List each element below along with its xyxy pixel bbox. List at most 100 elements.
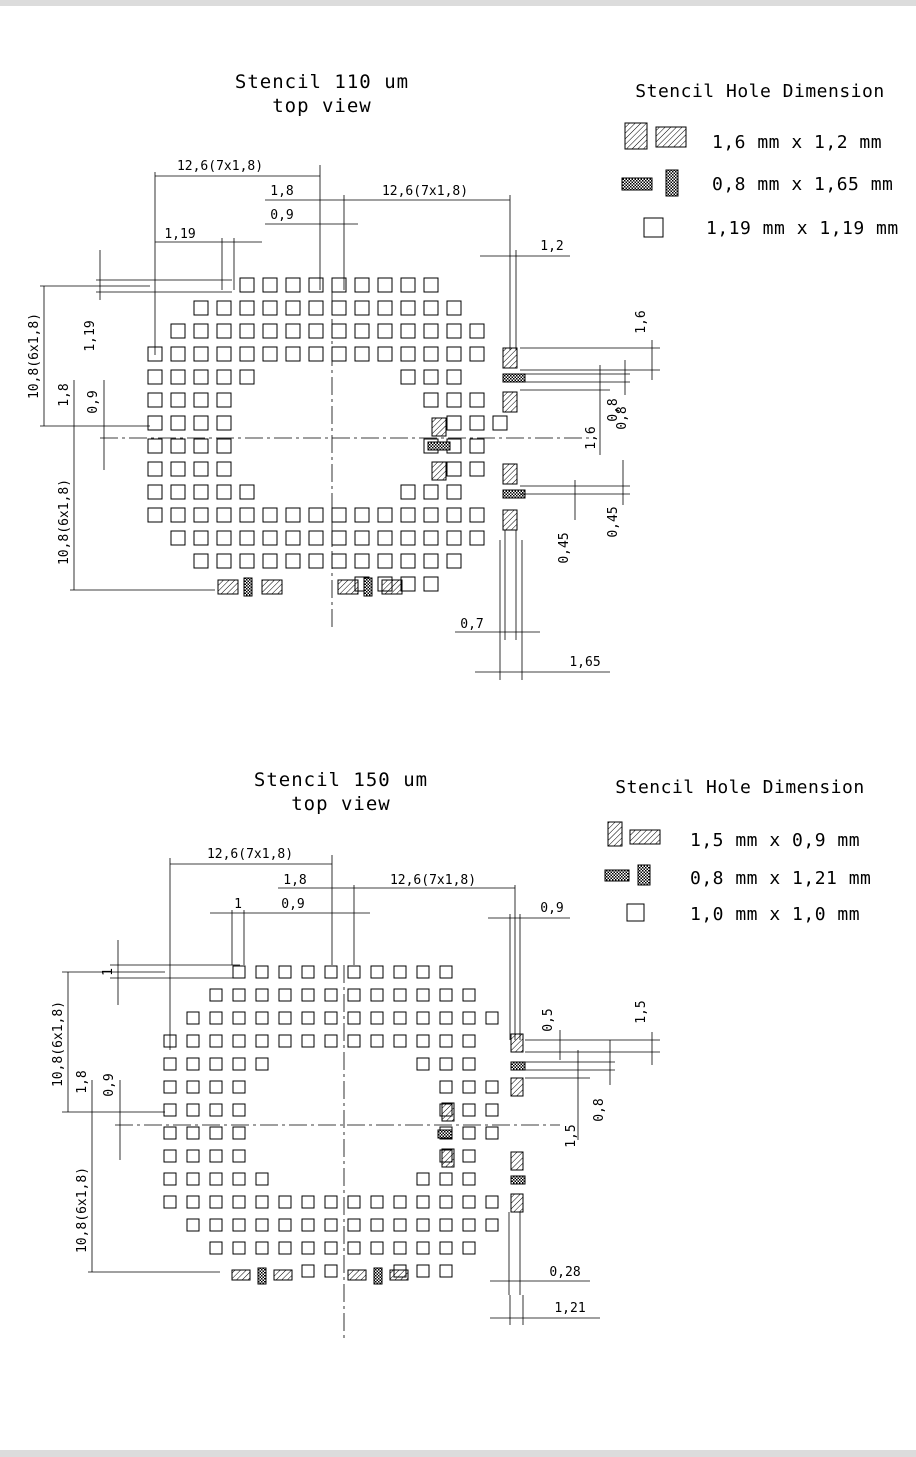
square-pad	[469, 346, 485, 362]
square-pad	[331, 277, 347, 293]
square-pad	[416, 1057, 430, 1071]
square-pad	[232, 1080, 246, 1094]
crosshatched-pad	[427, 441, 451, 451]
square-pad	[147, 507, 163, 523]
square-pad	[469, 507, 485, 523]
square-pad	[400, 530, 416, 546]
square-pad	[347, 1241, 361, 1255]
square-pad	[400, 553, 416, 569]
square-pad	[262, 346, 278, 362]
crosshatched-pad	[502, 373, 526, 383]
square-pad	[209, 1241, 223, 1255]
square-pad	[485, 1126, 499, 1140]
square-pad	[255, 1011, 269, 1025]
square-pad	[262, 530, 278, 546]
square-pad	[446, 346, 462, 362]
crosshatched-pad	[257, 1267, 267, 1285]
dim-label: 0,7	[460, 617, 483, 632]
square-pad	[147, 461, 163, 477]
hatched-pad	[347, 1269, 367, 1281]
square-pad	[186, 1103, 200, 1117]
square-pad	[308, 346, 324, 362]
square-pad	[423, 346, 439, 362]
dim-label: 1,5	[634, 1000, 649, 1023]
square-pad	[377, 553, 393, 569]
square-pad	[232, 1057, 246, 1071]
square-pad	[147, 369, 163, 385]
dim-label: 0,9	[270, 208, 293, 223]
square-pad	[255, 1057, 269, 1071]
square-pad	[232, 965, 246, 979]
square-pad	[370, 1218, 384, 1232]
square-pad	[370, 1034, 384, 1048]
dim-label: 1,19	[83, 320, 98, 351]
square-pad	[354, 346, 370, 362]
square-pad	[400, 507, 416, 523]
square-pad	[423, 553, 439, 569]
square-pad	[193, 392, 209, 408]
square-pad	[216, 415, 232, 431]
square-pad	[193, 553, 209, 569]
square-pad	[239, 346, 255, 362]
square-pad	[324, 1218, 338, 1232]
stencil-110-legend: Stencil Hole Dimension 1,6 mm x 1,2 mm 0…	[621, 81, 898, 239]
stencil-150-view: Stencil 150 um top view Stencil Hole Dim…	[51, 769, 871, 1340]
square-pad	[186, 1218, 200, 1232]
square-pad	[469, 392, 485, 408]
square-pad	[423, 277, 439, 293]
square-pad	[216, 392, 232, 408]
stencil-110-pad-grid	[147, 277, 526, 597]
square-pad	[439, 988, 453, 1002]
square-pad	[331, 346, 347, 362]
square-pad	[209, 1218, 223, 1232]
square-pad-icon	[626, 903, 645, 922]
square-pad	[485, 1195, 499, 1209]
square-pad	[324, 1195, 338, 1209]
dim-label: 10,8(6x1,8)	[75, 1167, 90, 1253]
square-pad	[301, 965, 315, 979]
square-pad	[439, 1080, 453, 1094]
square-pad	[462, 1080, 476, 1094]
square-pad	[216, 484, 232, 500]
square-pad	[331, 553, 347, 569]
square-pad	[354, 507, 370, 523]
hatched-pad	[273, 1269, 293, 1281]
square-pad	[485, 1218, 499, 1232]
square-pad	[347, 988, 361, 1002]
square-pad	[163, 1195, 177, 1209]
square-pad	[439, 1241, 453, 1255]
square-pad	[170, 507, 186, 523]
square-pad	[216, 438, 232, 454]
square-pad	[216, 346, 232, 362]
hatched-pad	[502, 463, 518, 485]
hatched-pad	[381, 579, 403, 595]
square-pad	[301, 1011, 315, 1025]
square-pad	[209, 1057, 223, 1071]
square-pad	[239, 484, 255, 500]
legend-title: Stencil Hole Dimension	[615, 777, 864, 798]
square-pad	[377, 507, 393, 523]
dim-label: 1,5	[564, 1124, 579, 1147]
hatched-pad	[502, 347, 518, 369]
square-pad	[163, 1149, 177, 1163]
square-pad	[209, 1080, 223, 1094]
hatched-pad	[441, 1102, 455, 1122]
square-pad	[216, 300, 232, 316]
square-pad	[462, 1218, 476, 1232]
square-pad	[347, 1011, 361, 1025]
dim-label: 0,9	[102, 1073, 117, 1096]
square-pad	[186, 1057, 200, 1071]
top-border	[0, 0, 916, 6]
square-pad	[209, 1103, 223, 1117]
square-pad	[324, 1011, 338, 1025]
square-pad	[278, 1241, 292, 1255]
square-pad	[370, 988, 384, 1002]
square-pad	[377, 346, 393, 362]
dim-label: 10,8(6x1,8)	[57, 479, 72, 565]
square-pad	[216, 530, 232, 546]
square-pad	[446, 369, 462, 385]
square-pad	[377, 323, 393, 339]
square-pad	[462, 1057, 476, 1071]
square-pad	[163, 1103, 177, 1117]
square-pad	[239, 300, 255, 316]
